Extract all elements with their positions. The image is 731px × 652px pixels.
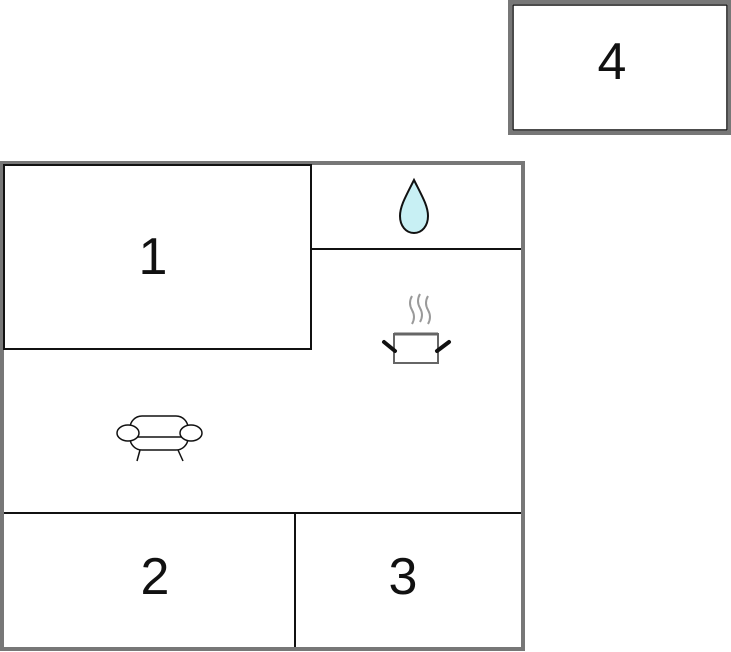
room-4-inner-wall	[512, 4, 728, 131]
apartment-outer-wall	[0, 161, 525, 651]
room-2-label: 2	[141, 548, 170, 606]
room-3-label: 3	[389, 548, 418, 606]
room-1: 1	[3, 164, 312, 350]
sofa-icon	[116, 415, 203, 462]
apartment: 1 2 3	[0, 161, 525, 651]
room-4: 4	[508, 0, 731, 135]
room-1-label: 1	[139, 228, 168, 286]
cooking-pot-icon	[382, 293, 451, 364]
water-drop-icon	[398, 177, 430, 235]
room-1-wall	[3, 164, 312, 350]
room-4-label: 4	[598, 33, 627, 91]
room-4-outer-wall	[508, 0, 731, 135]
